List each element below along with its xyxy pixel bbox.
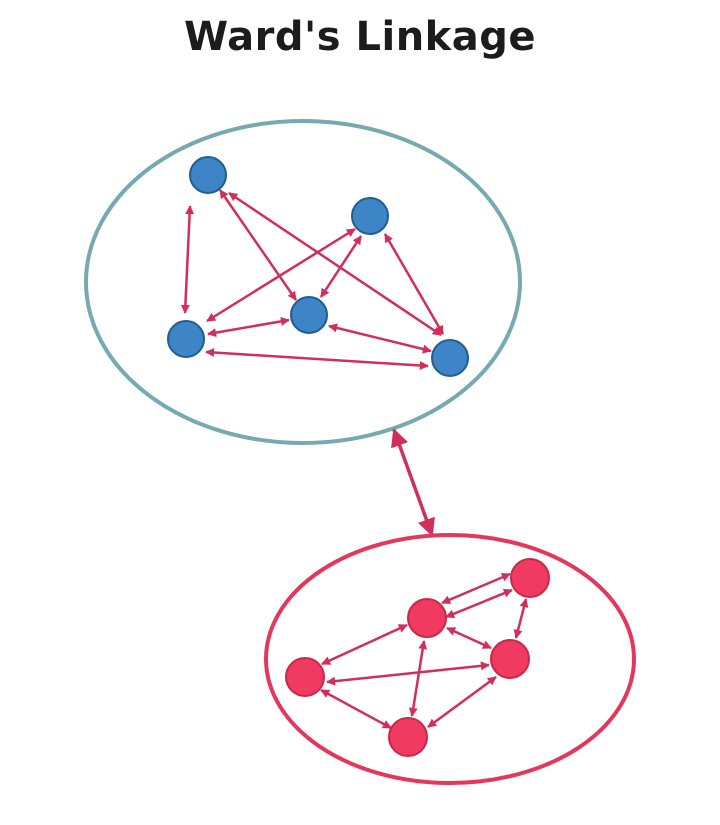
cluster-a-boundary	[84, 119, 522, 445]
cluster-b-edge	[427, 675, 497, 729]
cluster-a-edge	[218, 189, 298, 301]
cluster-b-node	[388, 717, 428, 757]
cluster-a-edge	[206, 227, 356, 323]
cluster-a-edge	[180, 205, 195, 314]
cluster-b-edge	[321, 623, 408, 666]
cluster-b-node	[285, 657, 325, 697]
cluster-a-edge	[205, 348, 429, 370]
cluster-a-node	[167, 320, 205, 358]
cluster-b-node	[510, 558, 550, 598]
cluster-a-edge	[328, 323, 432, 354]
cluster-b-edges	[320, 572, 529, 730]
cluster-a-edges	[180, 189, 445, 370]
cluster-a-edge	[207, 316, 290, 338]
page-title: Ward's Linkage	[183, 14, 537, 60]
cluster-b-node	[490, 639, 530, 679]
cluster-b-nodes	[285, 558, 550, 757]
cluster-b-edge	[446, 626, 492, 650]
cluster-b-edge	[441, 572, 511, 605]
inter-cluster-link-arrow	[391, 428, 435, 537]
cluster-a-edge	[319, 235, 363, 298]
cluster-a-edge	[383, 233, 445, 335]
cluster-b-edge	[513, 598, 529, 639]
cluster-a-nodes	[167, 156, 469, 377]
cluster-b-node	[407, 598, 447, 638]
cluster-b-edge	[445, 588, 513, 619]
cluster-a-edge	[228, 191, 442, 337]
cluster-a-node	[290, 296, 328, 334]
cluster-b-edge	[408, 640, 428, 717]
cluster-b-boundary	[264, 533, 636, 785]
cluster-a-node	[431, 339, 469, 377]
cluster-b-edge	[326, 661, 490, 686]
cluster-a-node	[189, 156, 227, 194]
cluster-b-edge	[320, 688, 392, 730]
cluster-a-node	[351, 197, 389, 235]
